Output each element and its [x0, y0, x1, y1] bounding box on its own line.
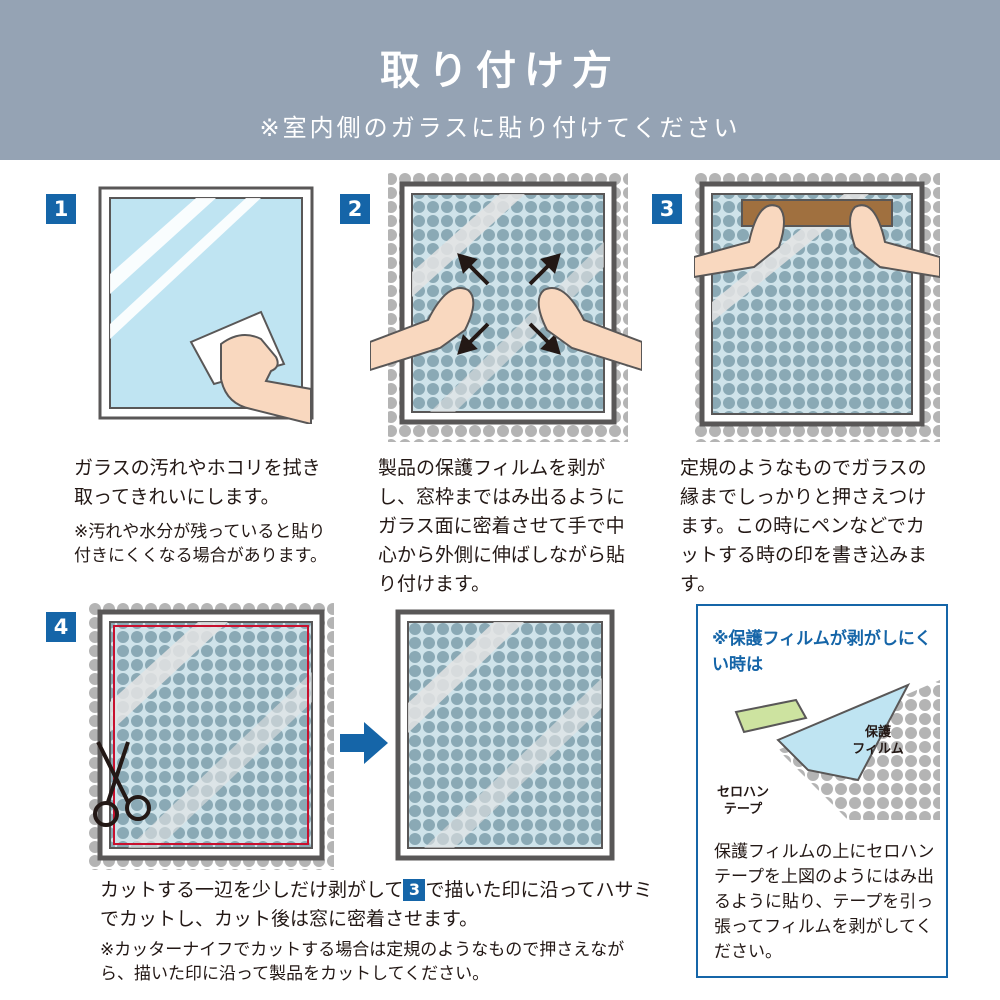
page-subtitle: ※室内側のガラスに貼り付けてください: [259, 114, 741, 142]
step-4-result-illustration: [395, 609, 615, 861]
step-3-text: 定規のようなものでガラスの縁までしっかりと押さえつけます。この時にペンなどでカッ…: [680, 457, 928, 595]
arrow-right-icon: [340, 722, 388, 764]
step-4-note: ※カッターナイフでカットする場合は定規のようなもので押さえながら、描いた印に沿っ…: [100, 940, 625, 984]
step-4-text-after: で描いた印に沿ってハサミでカットし、カット後は窓に密着させます。: [100, 879, 653, 930]
step-3-reference-badge: 3: [403, 879, 426, 901]
header-banner: 取り付け方 ※室内側のガラスに貼り付けてください: [0, 0, 1000, 160]
step-3-badge: 3: [652, 194, 682, 224]
step-4-badge: 4: [46, 612, 76, 642]
step-4-illustration: [88, 602, 334, 870]
tip-title: ※保護フィルムが剥がしにくい時は: [712, 629, 932, 675]
page-title: 取り付け方: [380, 48, 620, 94]
tip-text: 保護フィルムの上にセロハンテープを上図のようにはみ出るように貼り、テープを引っ張…: [714, 842, 935, 962]
step-2-badge: 2: [340, 194, 370, 224]
step-1-text: ガラスの汚れやホコリを拭き取ってきれいにします。: [74, 457, 321, 508]
tip-box: ※保護フィルムが剥がしにくい時は 保護 フィルム セロハン テープ 保護フィルム…: [696, 604, 948, 978]
step-1-illustration: [98, 186, 314, 424]
tape-label: セロハン テープ: [716, 785, 769, 817]
step-1-note: ※汚れや水分が残っていると貼り付きにくくなる場合があります。: [74, 522, 327, 566]
film-label: 保護 フィルム: [852, 725, 904, 757]
step-3-illustration: [694, 172, 940, 442]
step-2-illustration: [370, 172, 642, 442]
tip-illustration: [734, 680, 940, 820]
step-4-text-before: カットする一辺を少しだけ剥がして: [100, 879, 404, 901]
step-1-badge: 1: [46, 194, 76, 224]
step-2-text: 製品の保護フィルムを剥がし、窓枠まではみ出るようにガラス面に密着させて手で中心か…: [378, 457, 626, 595]
